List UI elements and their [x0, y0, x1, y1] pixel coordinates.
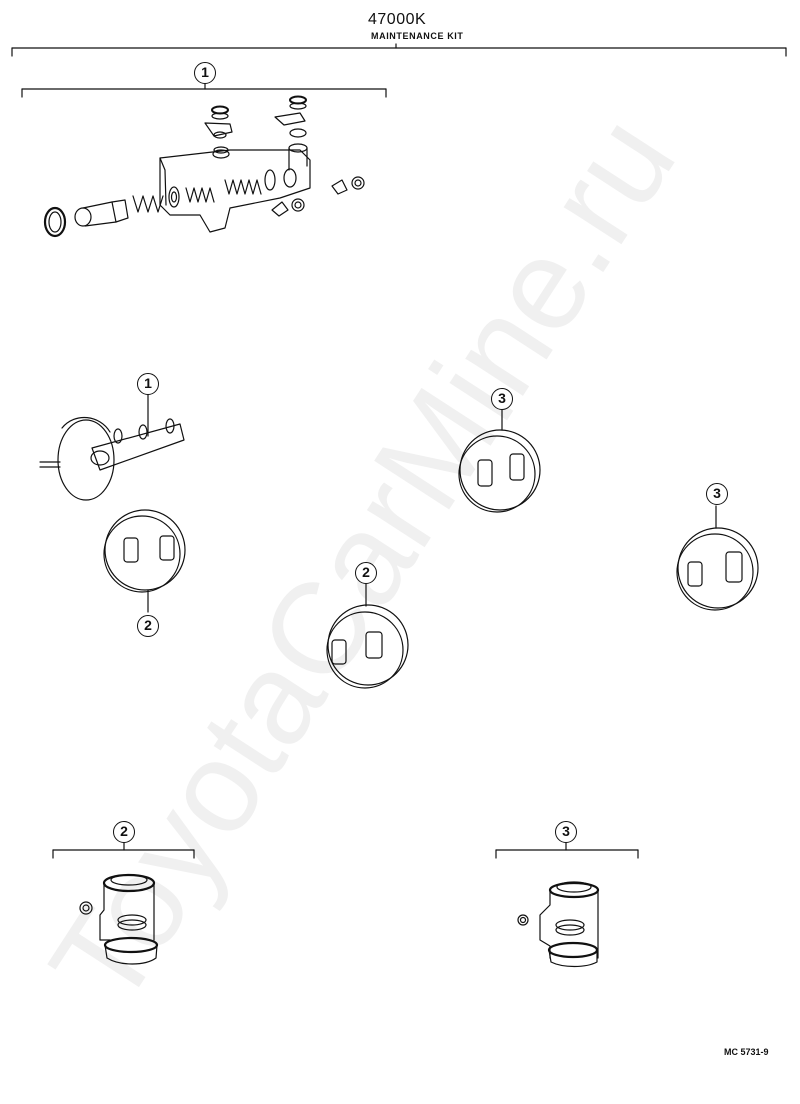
group-2-bracket: [52, 842, 195, 859]
brake-drum-rear-left: [326, 583, 409, 689]
callout-2-rear: 2: [355, 562, 377, 584]
callout-2-kit: 2: [113, 821, 135, 843]
kit-name: MAINTENANCE KIT: [371, 31, 464, 41]
brake-drum-front-right: [458, 407, 541, 513]
callout-3-front: 3: [491, 388, 513, 410]
drawing-code: MC 5731-9: [724, 1047, 769, 1057]
callout-3-kit: 3: [555, 821, 577, 843]
booster-assembly: [39, 393, 185, 501]
group-1-bracket: [21, 83, 387, 98]
callout-1-vehicle: 1: [137, 373, 159, 395]
callout-1-top: 1: [194, 62, 216, 84]
wheel-cylinder-2-exploded: [79, 873, 159, 965]
callout-3-rear: 3: [706, 483, 728, 505]
brake-drum-front-left: [103, 509, 186, 613]
group-3-bracket: [495, 842, 639, 859]
brake-drum-rear-right: [676, 505, 759, 611]
wheel-cylinder-3-exploded: [517, 881, 600, 968]
kit-bracket: [11, 43, 787, 57]
callout-2-front: 2: [137, 615, 159, 637]
part-number: 47000K: [368, 11, 427, 28]
master-cylinder-exploded: [43, 95, 365, 238]
